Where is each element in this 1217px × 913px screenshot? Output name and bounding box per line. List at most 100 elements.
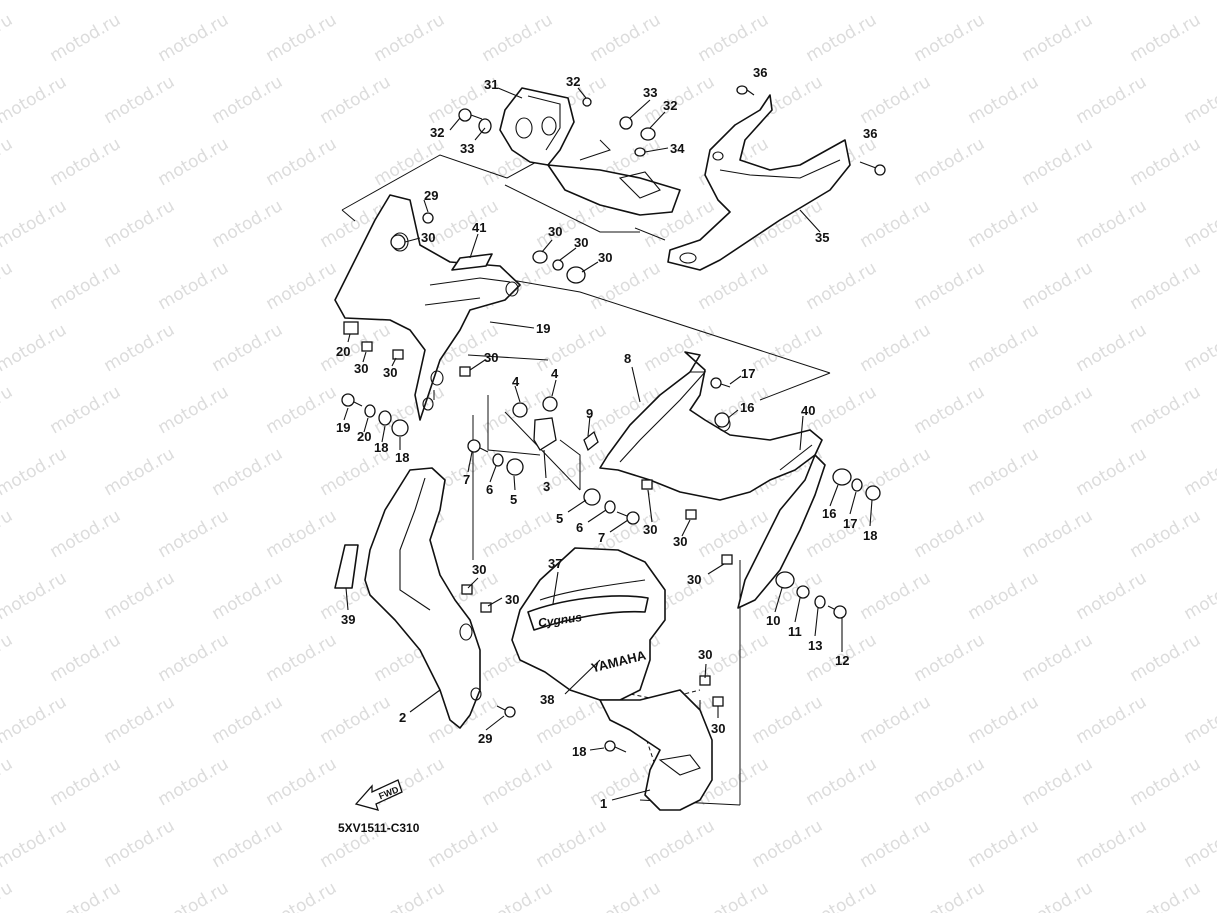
part-label: 30	[698, 647, 712, 662]
watermark-text: motod.ru	[911, 382, 989, 438]
watermark-text: motod.ru	[965, 320, 1043, 376]
watermark-text: motod.ru	[911, 506, 989, 562]
part-label: 17	[741, 366, 755, 381]
leader-lines	[343, 87, 873, 801]
part-number-labels: 31 32 32 32 33 33 34 35 36 36 37 38 39 4…	[336, 65, 877, 811]
watermark-text: motod.ru	[1127, 382, 1205, 438]
part-label: 3	[543, 479, 550, 494]
watermark-text: motod.ru	[911, 10, 989, 66]
watermark-text: motod.ru	[857, 692, 935, 748]
leg-cover-1-37-38	[511, 547, 713, 811]
watermark-text: motod.ru	[803, 10, 881, 66]
watermark-text: motod.ru	[155, 382, 233, 438]
label-41	[451, 253, 493, 271]
part-label: 29	[424, 188, 438, 203]
part-label: 7	[463, 472, 470, 487]
watermark-text: motod.ru	[641, 320, 719, 376]
bolt-29-upper	[422, 212, 434, 224]
part-label: 30	[548, 224, 562, 239]
watermark-text: motod.ru	[857, 72, 935, 128]
watermark-text: motod.ru	[1073, 568, 1151, 624]
grommet-25	[566, 266, 586, 284]
watermark-text: motod.ru	[0, 692, 70, 748]
bolt-23	[341, 393, 363, 407]
watermark-text: motod.ru	[263, 258, 341, 314]
watermark-text: motod.ru	[911, 258, 989, 314]
watermark-text: motod.ru	[101, 320, 179, 376]
washer-26	[552, 259, 564, 271]
bolt-16	[865, 485, 881, 501]
watermark-text: motod.ru	[641, 0, 719, 4]
watermark-text: motod.ru	[155, 258, 233, 314]
bolt-29-lower	[496, 705, 516, 718]
part-label: 30	[598, 250, 612, 265]
watermark-text: motod.ru	[0, 72, 70, 128]
nut-30-h	[480, 602, 492, 613]
screw-18-upper	[710, 377, 731, 389]
watermark-text: motod.ru	[47, 258, 125, 314]
watermark-text: motod.ru	[371, 10, 449, 66]
front-upper-cover-8-40	[599, 351, 826, 609]
grommet-17	[714, 412, 730, 428]
watermark-text: motod.ru	[695, 10, 773, 66]
grommet-10	[775, 571, 795, 589]
svg-text:Cygnus: Cygnus	[537, 610, 583, 630]
part-label: 39	[341, 612, 355, 627]
part-label: 6	[486, 482, 493, 497]
watermark-text: motod.ru	[965, 444, 1043, 500]
watermark-text: motod.ru	[1127, 630, 1205, 686]
watermark-text: motod.ru	[0, 258, 16, 314]
watermark-text: motod.ru	[533, 816, 611, 872]
part-label: 30	[673, 534, 687, 549]
grommet-22	[378, 410, 392, 426]
part-label: 5	[556, 511, 563, 526]
watermark-text: motod.ru	[1019, 134, 1097, 190]
part-label: 12	[835, 653, 849, 668]
part-label: 17	[843, 516, 857, 531]
nut-30-j	[712, 696, 724, 707]
watermark-text: motod.ru	[479, 754, 557, 810]
screw-36-right	[859, 161, 886, 176]
part-label: 30	[711, 721, 725, 736]
part-label: 7	[598, 530, 605, 545]
watermark-text: motod.ru	[749, 816, 827, 872]
part-label: 33	[643, 85, 657, 100]
watermark-text: motod.ru	[965, 816, 1043, 872]
watermark-text: motod.ru	[1181, 0, 1217, 4]
part-label: 29	[478, 731, 492, 746]
watermark-text: motod.ru	[317, 0, 395, 4]
part-label: 40	[801, 403, 815, 418]
watermark-text: motod.ru	[47, 878, 125, 913]
grommet-21	[391, 419, 409, 437]
washer-11	[796, 585, 810, 599]
upper-inner-cover-31	[499, 87, 681, 216]
watermark-text: motod.ru	[209, 0, 287, 4]
diagram-code: 5XV1511-C310	[338, 821, 420, 835]
watermark-text: motod.ru	[1019, 506, 1097, 562]
watermark-text: motod.ru	[0, 320, 70, 376]
watermark-text: motod.ru	[803, 258, 881, 314]
watermark-text: motod.ru	[1127, 754, 1205, 810]
part-label: 5	[510, 492, 517, 507]
side-cover-2	[364, 467, 482, 729]
watermark-text: motod.ru	[0, 630, 16, 686]
nut-30-g	[461, 584, 473, 595]
watermark-text: motod.ru	[1073, 0, 1151, 4]
watermark-text: motod.ru	[1127, 506, 1205, 562]
nut-30-b	[392, 349, 404, 360]
part-label: 6	[576, 520, 583, 535]
watermark-text: motod.ru	[155, 134, 233, 190]
watermark-text: motod.ru	[101, 196, 179, 252]
clip-20	[343, 321, 359, 335]
watermark-text: motod.ru	[1019, 630, 1097, 686]
watermark-text: motod.ru	[371, 878, 449, 913]
watermark-text: motod.ru	[47, 630, 125, 686]
watermark-text: motod.ru	[0, 0, 70, 4]
watermark-text: motod.ru	[965, 72, 1043, 128]
nut-30-e	[685, 509, 697, 520]
clip-34	[634, 147, 646, 157]
watermark-text: motod.ru	[1019, 258, 1097, 314]
watermark-text: motod.ru	[101, 692, 179, 748]
watermark-text: motod.ru	[263, 506, 341, 562]
